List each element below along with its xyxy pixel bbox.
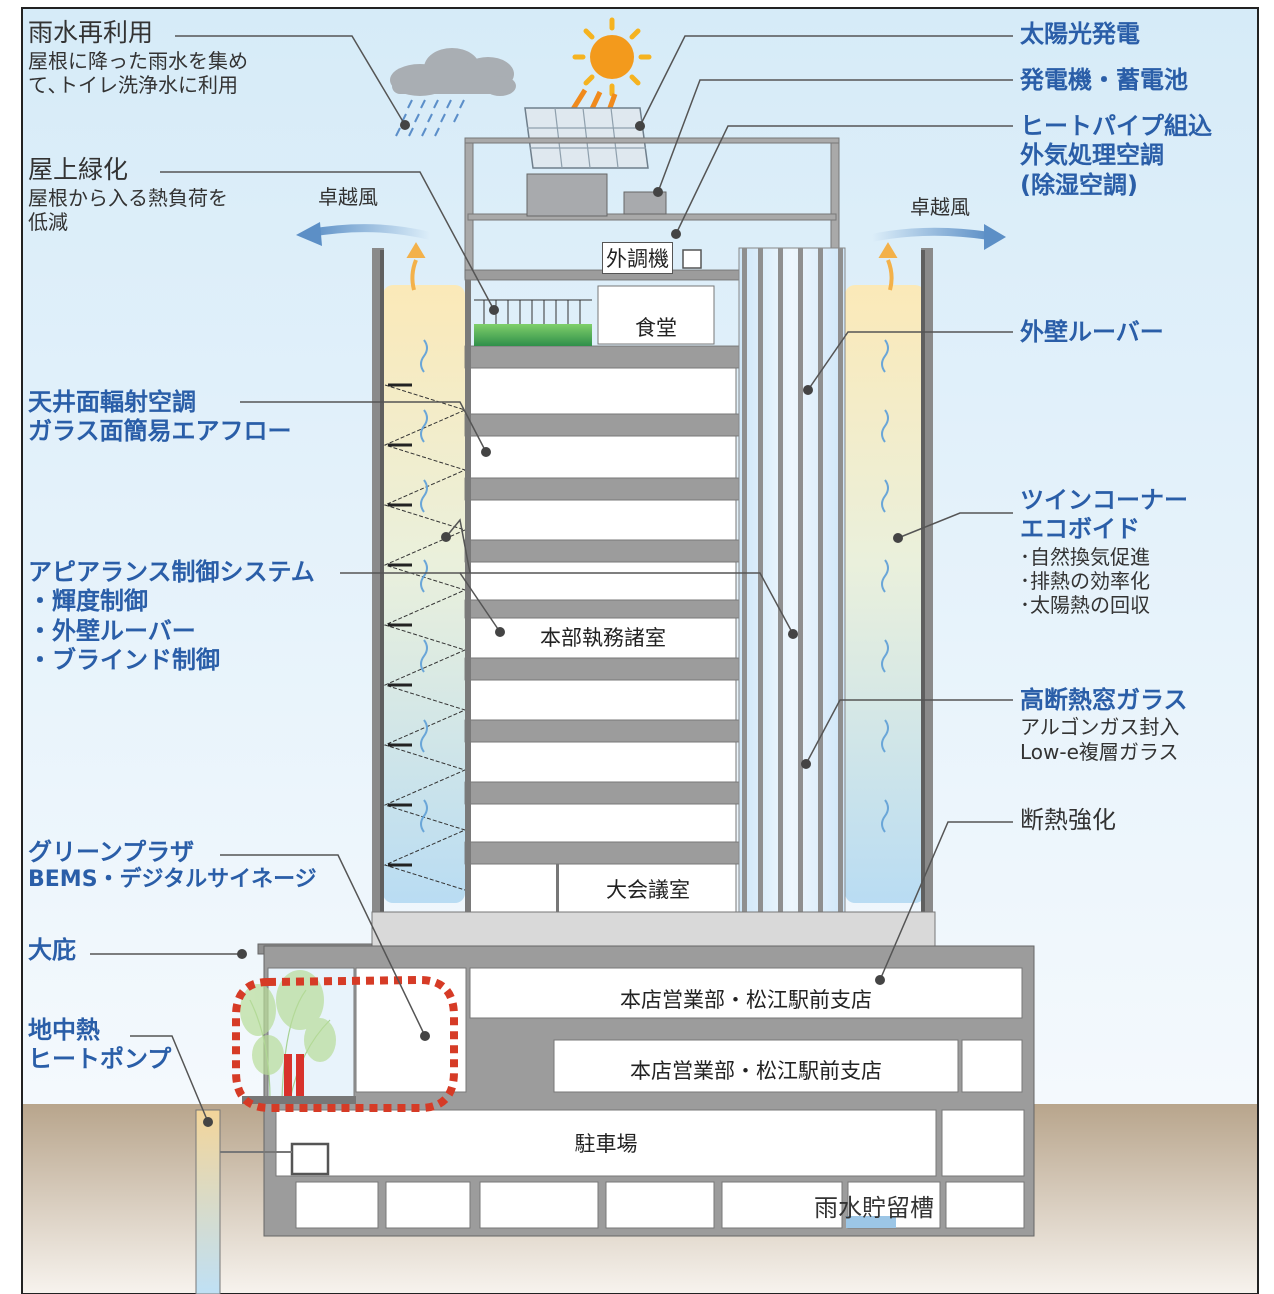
ceiling-label: 天井面輻射空調 ガラス面簡易エアフロー bbox=[28, 388, 292, 447]
offices-label: 本部執務諸室 bbox=[540, 626, 666, 650]
heatpipe-line-2: 外気処理空調 bbox=[1020, 141, 1164, 170]
branch-floor-lower bbox=[553, 1039, 959, 1093]
tower-walls bbox=[372, 248, 933, 914]
insulation-label: 断熱強化 bbox=[1020, 806, 1116, 834]
rooftop-title: 屋上緑化 bbox=[28, 155, 129, 184]
heat-exchanger-box bbox=[290, 1142, 330, 1176]
solar-label: 太陽光発電 bbox=[1020, 20, 1140, 48]
rainwater-desc-1: 屋根に降った雨水を集め bbox=[28, 48, 248, 73]
appearance-title: アピアランス制御システム bbox=[28, 558, 315, 586]
rainwater-label: 雨水再利用 屋根に降った雨水を集め て､トイレ洗浄水に利用 bbox=[28, 18, 248, 97]
void-airflow-arrows bbox=[420, 339, 889, 833]
battery-box bbox=[623, 191, 667, 215]
rain-tank-label: 雨水貯留槽 bbox=[814, 1194, 934, 1222]
geothermal-well bbox=[195, 1109, 221, 1294]
glass-shaft bbox=[738, 247, 846, 937]
lower-side-room bbox=[961, 1039, 1023, 1093]
wind-label-left: 卓越風 bbox=[318, 185, 378, 209]
cafeteria-label: 食堂 bbox=[635, 316, 677, 340]
frame bbox=[21, 7, 1259, 1294]
appearance-item-1: ・輝度制御 bbox=[28, 587, 148, 616]
generator-box bbox=[526, 173, 608, 217]
appearance-item-2: ・外壁ルーバー bbox=[28, 616, 196, 645]
twin-title-1: ツインコーナー bbox=[1020, 486, 1188, 514]
heatpipe-label: ヒートパイプ組込 外気処理空調 (除湿空調) bbox=[1020, 112, 1212, 200]
twin-corner-label: ツインコーナー エコボイド ･自然換気促進 ･排熱の効率化 ･太陽熱の回収 bbox=[1020, 486, 1188, 618]
twin-item-3: ･太陽熱の回収 bbox=[1020, 593, 1150, 618]
transfer-floor bbox=[371, 911, 936, 947]
glass-desc-2: Low-e複層ガラス bbox=[1020, 739, 1179, 764]
appearance-item-3: ・ブラインド制御 bbox=[28, 645, 220, 674]
branch-lower-label: 本店営業部・松江駅前支店 bbox=[630, 1059, 882, 1083]
wind-arrow-right bbox=[871, 224, 1006, 250]
void-exhaust-arrows bbox=[406, 242, 898, 291]
red-pillar-right bbox=[296, 1054, 304, 1098]
ceiling-line-2: ガラス面簡易エアフロー bbox=[28, 417, 292, 446]
wind-label-right: 卓越風 bbox=[910, 195, 970, 219]
twin-item-2: ･排熱の効率化 bbox=[1020, 568, 1150, 593]
stair-zigzag-left bbox=[383, 384, 467, 891]
parking-label: 駐車場 bbox=[574, 1132, 638, 1156]
green-plaza-floor bbox=[242, 1096, 356, 1104]
rainwater-title: 雨水再利用 bbox=[28, 18, 154, 47]
green-plaza-line-1: グリーンプラザ bbox=[28, 838, 195, 866]
twin-item-1: ･自然換気促進 bbox=[1020, 544, 1150, 569]
eco-void-right bbox=[845, 285, 925, 903]
twin-title-2: エコボイド bbox=[1020, 515, 1140, 544]
eaves-label: 大庇 bbox=[28, 936, 76, 964]
rain-icon bbox=[395, 99, 465, 137]
penthouse-frame bbox=[464, 137, 840, 279]
geothermal-line-1: 地中熱 bbox=[28, 1016, 100, 1044]
green-plaza-label: グリーンプラザ BEMS・デジタルサイネージ bbox=[28, 838, 317, 894]
louver-label: 外壁ルーバー bbox=[1020, 318, 1164, 346]
heatpipe-line-1: ヒートパイプ組込 bbox=[1020, 112, 1212, 140]
wind-arrow-left bbox=[296, 222, 431, 246]
appearance-label: アピアランス制御システム ・輝度制御 ・外壁ルーバー ・ブラインド制御 bbox=[28, 558, 315, 675]
outdoor-unit-box bbox=[682, 249, 702, 269]
glass-label: 高断熱窓ガラス アルゴンガス封入 Low-e複層ガラス bbox=[1020, 686, 1188, 764]
stair-landings bbox=[388, 383, 412, 867]
rainwater-desc-2: て､トイレ洗浄水に利用 bbox=[28, 72, 238, 97]
generator-label: 発電機・蓄電池 bbox=[1020, 66, 1188, 94]
rooftop-desc-2: 低減 bbox=[28, 209, 68, 234]
rooftop-desc-1: 屋根から入る熱負荷を bbox=[28, 185, 228, 210]
outdoor-unit-label: 外調機 bbox=[602, 242, 673, 274]
ceiling-line-1: 天井面輻射空調 bbox=[28, 388, 196, 416]
rooftop-greenery bbox=[474, 299, 592, 346]
glass-mullions bbox=[742, 248, 843, 936]
sun-icon bbox=[572, 17, 652, 97]
cloud-icon bbox=[390, 48, 516, 96]
rain-tank-fill bbox=[846, 1216, 896, 1228]
branch-floor-upper bbox=[469, 967, 1023, 1019]
green-zone-outline bbox=[232, 975, 458, 1112]
leader-dots bbox=[203, 120, 903, 1127]
green-plaza-line-2: BEMS・デジタルサイネージ bbox=[28, 867, 317, 893]
red-pillar-left bbox=[284, 1054, 292, 1098]
inner-column-left bbox=[465, 280, 471, 914]
branch-upper-label: 本店営業部・松江駅前支店 bbox=[620, 988, 872, 1012]
geothermal-line-2: ヒートポンプ bbox=[28, 1045, 172, 1074]
heatpipe-line-3: (除湿空調) bbox=[1020, 170, 1138, 199]
hall-partition bbox=[556, 864, 559, 912]
eco-void-left bbox=[383, 285, 465, 903]
room-interiors bbox=[469, 285, 737, 913]
glass-desc-1: アルゴンガス封入 bbox=[1020, 715, 1180, 740]
parking-side bbox=[941, 1109, 1025, 1177]
geothermal-label: 地中熱 ヒートポンプ bbox=[28, 1016, 171, 1075]
hall-label: 大会議室 bbox=[606, 878, 690, 902]
glass-title: 高断熱窓ガラス bbox=[1020, 686, 1188, 714]
leader-lines bbox=[90, 35, 1013, 1123]
rooftop-label: 屋上緑化 屋根から入る熱負荷を 低減 bbox=[28, 155, 228, 234]
parking-floor bbox=[275, 1109, 937, 1177]
plaza-atrium bbox=[355, 967, 467, 1093]
pit-cells bbox=[295, 1181, 1025, 1229]
